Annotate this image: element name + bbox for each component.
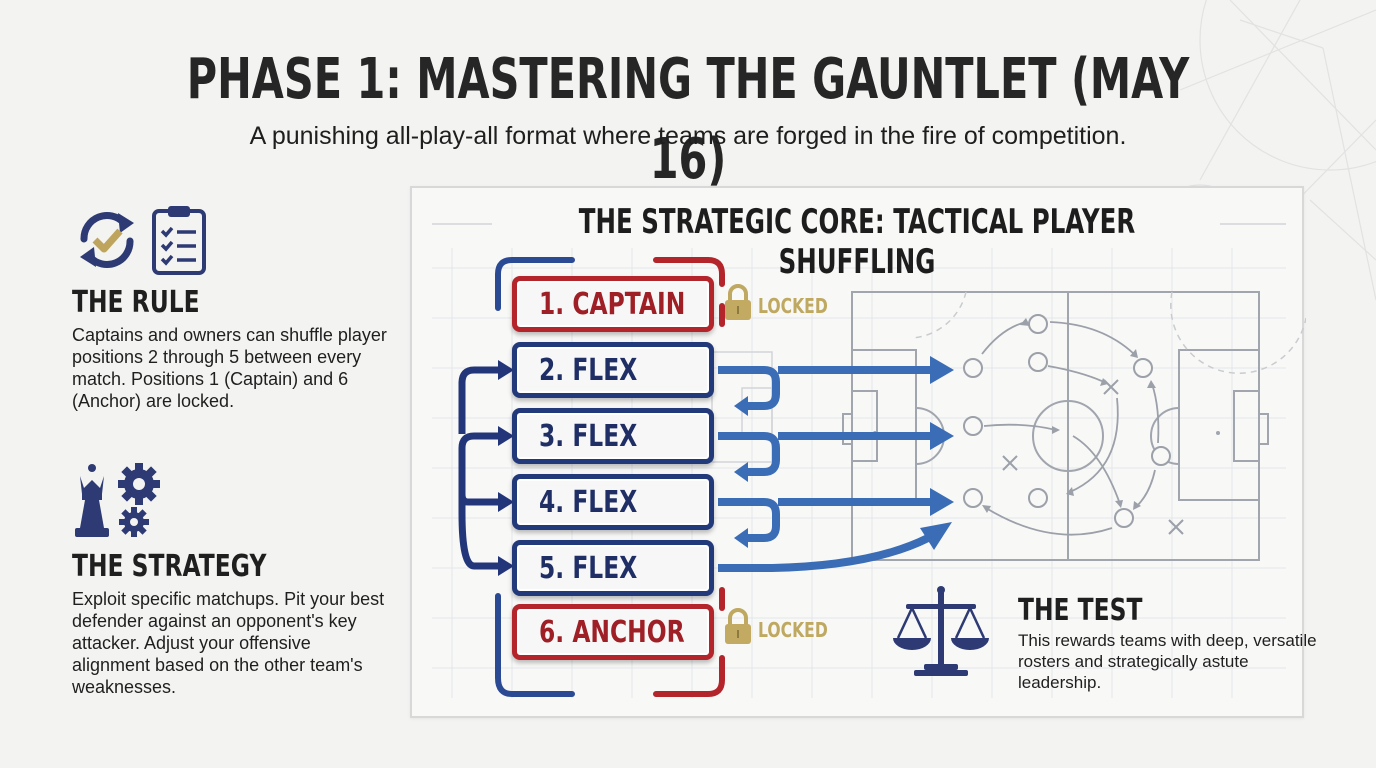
slot-label: 4. FLEX — [539, 484, 638, 520]
scales-icon — [893, 586, 989, 676]
slot-label: 1. CAPTAIN — [539, 286, 686, 322]
locked-tag-captain: LOCKED — [758, 294, 847, 318]
slot-label: 3. FLEX — [539, 418, 638, 454]
slot-flex-2[interactable]: 2. FLEX — [512, 342, 714, 398]
slot-anchor: 6. ANCHOR — [512, 604, 714, 660]
strategy-section: THE STRATEGY Exploit specific matchups. … — [72, 458, 392, 698]
slot-flex-5[interactable]: 5. FLEX — [512, 540, 714, 596]
sync-check-icon — [80, 212, 134, 268]
rule-section: THE RULE Captains and owners can shuffle… — [72, 200, 392, 412]
slot-flex-4[interactable]: 4. FLEX — [512, 474, 714, 530]
slot-captain: 1. CAPTAIN — [512, 276, 714, 332]
strategy-body: Exploit specific matchups. Pit your best… — [72, 589, 385, 697]
gears-icon — [118, 463, 160, 537]
test-title: THE TEST — [1018, 593, 1143, 628]
test-section: THE TEST This rewards teams with deep, v… — [1018, 594, 1318, 693]
clipboard-checklist-icon — [152, 206, 206, 275]
slot-label: 6. ANCHOR — [539, 614, 685, 650]
lock-icon — [725, 608, 751, 644]
test-body: This rewards teams with deep, versatile … — [1018, 631, 1317, 692]
page-subtitle: A punishing all-play-all format where te… — [249, 122, 1127, 150]
chess-queen-icon — [75, 464, 109, 537]
strategy-title: THE STRATEGY — [72, 549, 267, 584]
locked-label: LOCKED — [758, 618, 828, 642]
locked-label: LOCKED — [758, 294, 828, 318]
slot-label: 2. FLEX — [539, 352, 638, 388]
strategic-core-panel: THE STRATEGIC CORE: TACTICAL PLAYER SHUF… — [410, 186, 1317, 718]
rule-body: Captains and owners can shuffle player p… — [72, 325, 387, 411]
locked-tag-anchor: LOCKED — [758, 618, 847, 642]
rule-title: THE RULE — [72, 285, 200, 320]
panel-title: THE STRATEGIC CORE: TACTICAL PLAYER SHUF… — [578, 202, 1136, 282]
page-title: PHASE 1: MASTERING THE GAUNTLET (MAY 16) — [186, 47, 1190, 192]
lock-icon — [725, 284, 751, 320]
slot-flex-3[interactable]: 3. FLEX — [512, 408, 714, 464]
slot-label: 5. FLEX — [539, 550, 638, 586]
